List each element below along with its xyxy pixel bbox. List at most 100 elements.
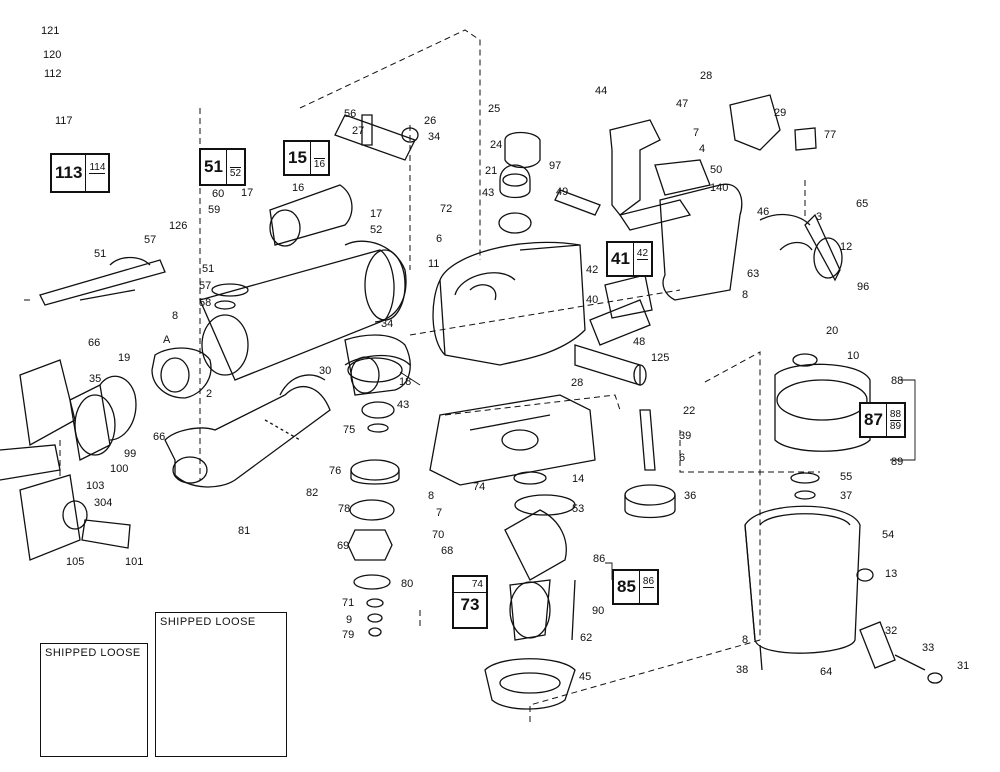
callout-label: 34 [428, 131, 441, 143]
fraction-bottom [643, 588, 654, 599]
assembly-fraction: 114 [85, 155, 108, 191]
callout-label: 88 [891, 375, 904, 387]
callout-label: 78 [338, 503, 351, 515]
gear-stack [344, 354, 411, 637]
callout-label: 58 [199, 297, 212, 309]
callout-label: 35 [89, 373, 102, 385]
callout-label: 80 [401, 578, 414, 590]
callout-label: 2 [206, 388, 213, 400]
callout-label: 42 [586, 264, 599, 276]
callout-label: 62 [580, 632, 593, 644]
callout-label: 12 [840, 241, 853, 253]
fraction-top: 88 [889, 408, 902, 421]
callout-label: 89 [891, 456, 904, 468]
callout-label: 4 [699, 143, 706, 155]
callout-label: 74 [473, 481, 486, 493]
fraction-bottom [89, 174, 105, 185]
callout-label: 38 [736, 664, 749, 676]
assembly-box-73: 74 73 [452, 575, 488, 629]
callout-label: 6 [436, 233, 443, 245]
callout-label: 75 [343, 424, 356, 436]
callout-label: 99 [124, 448, 137, 460]
callout-label: 77 [824, 129, 837, 141]
assembly-box-41: 41 42 [606, 241, 654, 277]
callout-label: 8 [742, 289, 749, 301]
callout-label: 65 [856, 198, 869, 210]
callout-label: 125 [651, 352, 670, 364]
callout-label: A [163, 334, 171, 346]
gear-case-group [429, 131, 651, 486]
callout-label: 69 [337, 540, 350, 552]
callout-label: 14 [572, 473, 585, 485]
callout-label: 50 [710, 164, 723, 176]
fraction-top [229, 156, 242, 168]
callout-label: 86 [593, 553, 606, 565]
callout-label: 101 [125, 556, 144, 568]
callout-label: 28 [571, 377, 584, 389]
fraction-bottom: 16 [313, 158, 326, 170]
callout-label: 31 [957, 660, 970, 672]
callout-label: 70 [432, 529, 445, 541]
callout-label: 140 [710, 182, 729, 194]
assembly-number: 85 [617, 577, 636, 596]
fraction-top: 86 [642, 575, 655, 588]
callout-label: 13 [885, 568, 898, 580]
callout-label: 34 [381, 318, 394, 330]
callout-label: 71 [342, 597, 355, 609]
assembly-guide-lines [20, 29, 820, 725]
callout-label: 47 [676, 98, 689, 110]
callout-label: 51 [94, 248, 107, 260]
fraction-top [313, 147, 326, 159]
callout-label: 68 [441, 545, 454, 557]
callout-label: 90 [592, 605, 605, 617]
callout-label: 304 [94, 497, 113, 509]
shipped-loose-panel-left: SHIPPED LOOSE [40, 643, 148, 757]
callout-label: 103 [86, 480, 105, 492]
callout-label: 120 [43, 49, 62, 61]
spindle-housing-group [0, 114, 419, 561]
callout-label: 79 [342, 629, 355, 641]
handle-group [604, 94, 843, 319]
callout-label: 33 [922, 642, 935, 654]
assembly-box-51: 51 52 [199, 148, 247, 186]
callout-label: 72 [440, 203, 453, 215]
fraction-bottom [637, 260, 648, 271]
callout-label: 52 [370, 224, 383, 236]
callout-label: 18 [399, 376, 412, 388]
assembly-fraction: 16 [309, 142, 328, 174]
callout-label: 121 [41, 25, 60, 37]
assembly-number: 51 [204, 157, 223, 176]
callout-label: 6 [679, 452, 686, 464]
callout-label: 8 [172, 310, 179, 322]
callout-label: 49 [556, 186, 569, 198]
callout-label: 24 [490, 139, 503, 151]
callout-label: 56 [344, 108, 357, 120]
leader-lines [399, 371, 916, 580]
callout-label: 96 [857, 281, 870, 293]
callout-label: 7 [436, 507, 443, 519]
callout-label: 16 [292, 182, 305, 194]
callout-label: 27 [352, 125, 365, 137]
assembly-fraction: 52 [225, 150, 244, 184]
callout-label: 45 [579, 671, 592, 683]
callout-label: 81 [238, 525, 251, 537]
callout-label: 126 [169, 220, 188, 232]
callout-label: 39 [679, 430, 692, 442]
callout-label: 20 [826, 325, 839, 337]
motor-housing-group [744, 353, 943, 684]
callout-label: 57 [144, 234, 157, 246]
shipped-loose-title: SHIPPED LOOSE [160, 616, 256, 628]
callout-label: 37 [840, 490, 853, 502]
fraction-top: 42 [636, 247, 649, 260]
callout-label: 55 [840, 471, 853, 483]
callout-label: 25 [488, 103, 501, 115]
callout-label: 48 [633, 336, 646, 348]
callout-label: 60 [212, 188, 225, 200]
callout-label: 63 [747, 268, 760, 280]
assembly-fraction: 42 [632, 243, 651, 275]
assembly-number: 87 [864, 410, 883, 429]
callout-label: 28 [700, 70, 713, 82]
armature-group [484, 409, 676, 710]
